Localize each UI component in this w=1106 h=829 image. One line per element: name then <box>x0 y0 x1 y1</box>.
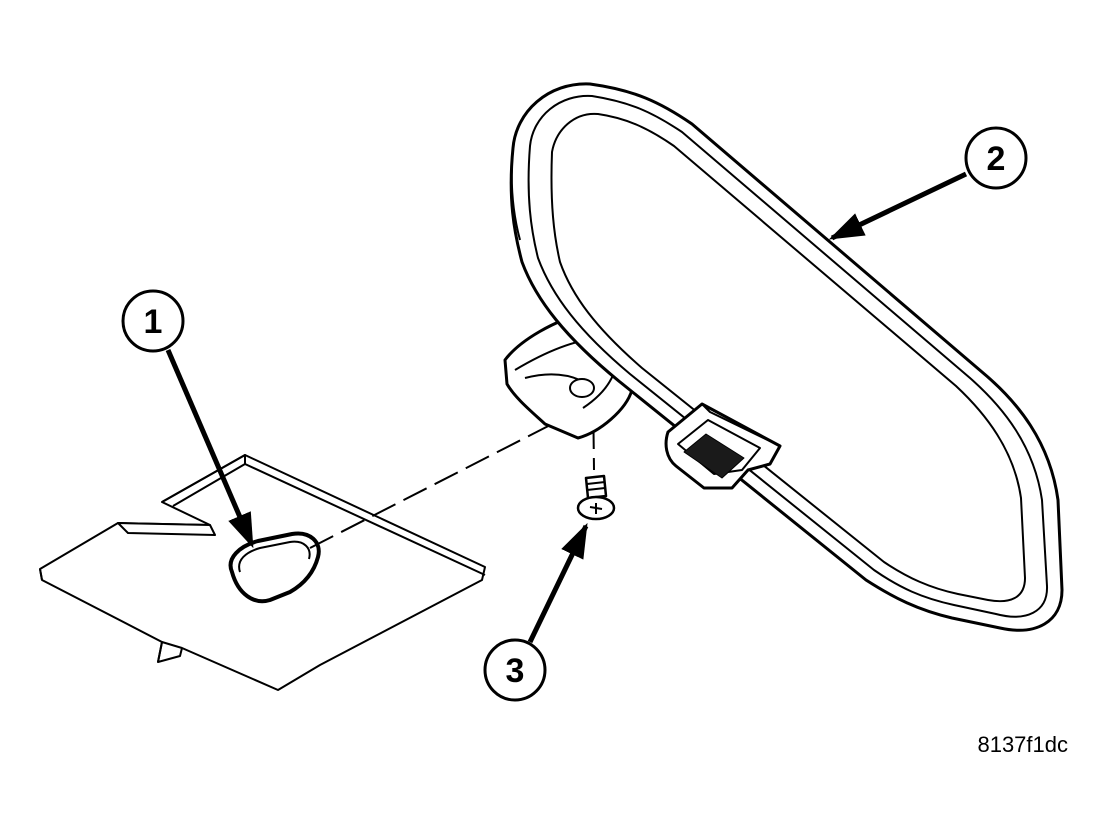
callout-2-leader <box>828 171 968 241</box>
callout-1: 1 <box>121 289 255 549</box>
callout-2: 2 <box>828 126 1028 241</box>
callout-2-label: 2 <box>987 140 1006 178</box>
mirror-sensor-housing <box>664 402 782 490</box>
callout-3-leader <box>527 522 589 644</box>
callout-2-circle <box>964 126 1028 190</box>
figure-id: 8137f1dc <box>977 732 1068 757</box>
callout-3-label: 3 <box>506 652 525 690</box>
rear-view-mirror <box>509 82 1064 632</box>
callout-3-circle <box>483 638 547 702</box>
mounting-screw <box>576 474 616 521</box>
callout-1-label: 1 <box>144 303 163 341</box>
callout-1-leader <box>165 349 255 549</box>
callout-3: 3 <box>483 522 589 702</box>
callout-1-circle <box>121 289 185 353</box>
